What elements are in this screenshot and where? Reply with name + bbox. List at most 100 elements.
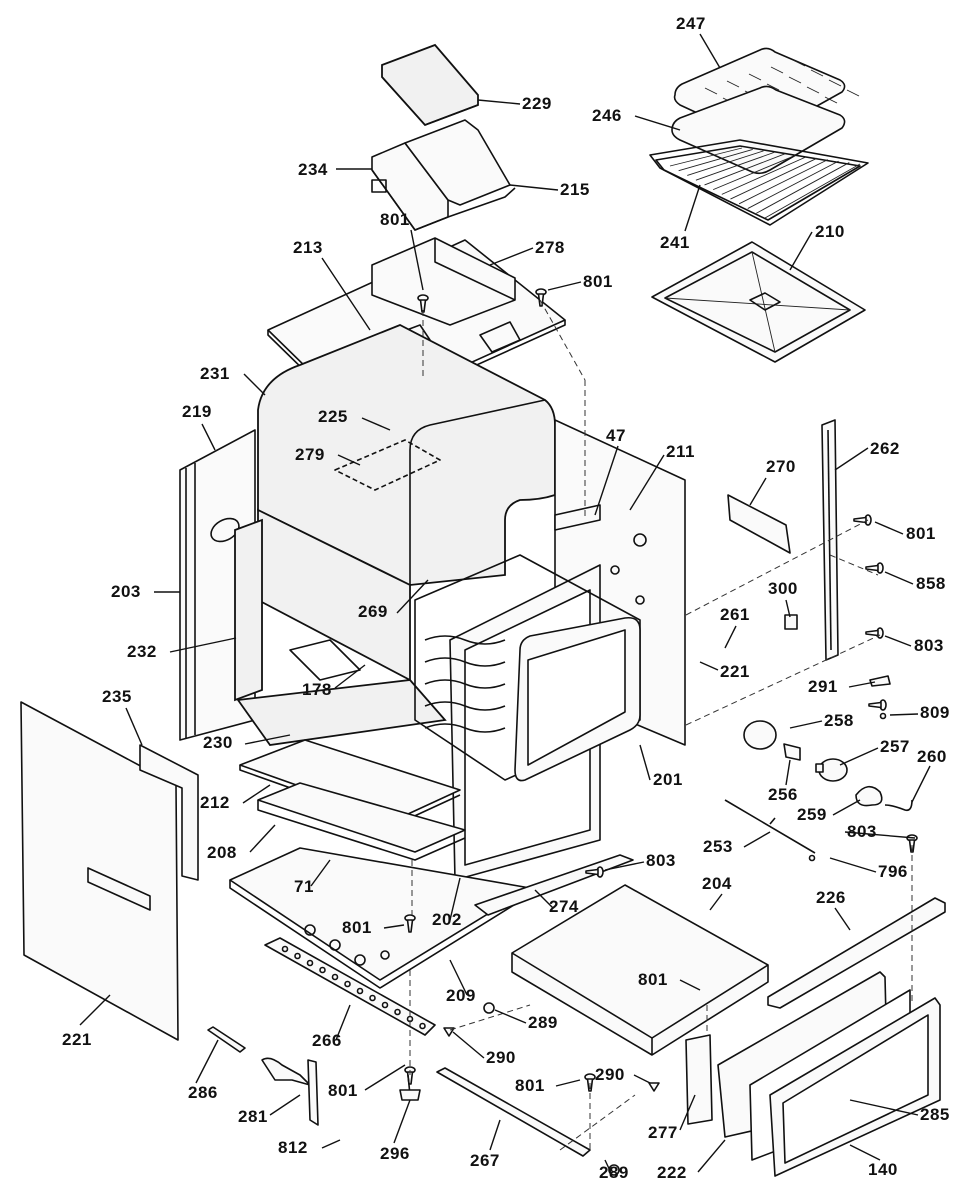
- rail-hole: [281, 945, 289, 953]
- rail-hole: [419, 1022, 426, 1030]
- label-801: 801: [638, 970, 668, 989]
- part-47-bracket: [554, 504, 601, 531]
- leader-line: [195, 1039, 219, 1084]
- leader-line: [243, 373, 266, 396]
- part-178-bottom-insulation: [289, 639, 361, 681]
- leader-line: [321, 257, 371, 331]
- label-269: 269: [358, 602, 388, 621]
- grid-slot: [846, 89, 860, 97]
- part-208-burner-cover: [257, 782, 466, 861]
- leader-line: [449, 959, 468, 996]
- leader-line: [699, 33, 721, 69]
- rail-hole: [319, 966, 326, 974]
- label-232: 232: [127, 642, 157, 661]
- grid-slot: [766, 83, 780, 91]
- part-270-rack-support: [727, 494, 791, 554]
- label-229: 229: [522, 94, 552, 113]
- label-300: 300: [768, 579, 798, 598]
- leader-line: [364, 1064, 406, 1091]
- leader-line: [489, 247, 534, 266]
- rail-hole: [294, 952, 301, 960]
- rack-bar: [747, 160, 839, 209]
- part-241-oven-rack: [649, 139, 869, 226]
- leader-line: [393, 1099, 411, 1144]
- label-296: 296: [380, 1144, 410, 1163]
- leader-line: [829, 857, 877, 873]
- label-234: 234: [298, 160, 328, 179]
- leader-line: [789, 720, 823, 729]
- part-232-insulation-side: [234, 518, 263, 702]
- label-262: 262: [870, 439, 900, 458]
- leader-line: [785, 599, 791, 618]
- label-204: 204: [702, 874, 732, 893]
- label-71: 71: [294, 877, 314, 896]
- label-222: 222: [657, 1163, 687, 1182]
- label-256: 256: [768, 785, 798, 804]
- part-140-drawer-frame: [769, 997, 941, 1177]
- leader-line: [629, 454, 665, 511]
- label-290: 290: [595, 1065, 625, 1084]
- part-221-side-panel-outer: [20, 701, 179, 1041]
- leader-line: [911, 765, 931, 803]
- rack-rib: [424, 657, 506, 667]
- leader-line: [604, 1159, 613, 1176]
- label-225: 225: [318, 407, 348, 426]
- screw-icon: [417, 294, 429, 313]
- part-267-drawer-rail: [436, 1067, 591, 1157]
- label-277: 277: [648, 1123, 678, 1142]
- leader-line: [709, 893, 723, 911]
- label-285: 285: [920, 1105, 950, 1124]
- part-204-drawer-body: [511, 884, 769, 1056]
- label-278: 278: [535, 238, 565, 257]
- part-278-vent-channel: [371, 237, 516, 326]
- label-258: 258: [824, 711, 854, 730]
- part-230-insulation-bottom: [236, 679, 447, 746]
- leader-line: [724, 625, 737, 649]
- leader-line: [125, 707, 143, 746]
- grid-slot: [806, 86, 820, 94]
- leader-line: [604, 861, 645, 871]
- label-213: 213: [293, 238, 323, 257]
- leader-line: [679, 979, 701, 991]
- label-201: 201: [653, 770, 683, 789]
- screw-icon: [404, 1066, 416, 1085]
- label-281: 281: [238, 1107, 268, 1126]
- label-267: 267: [470, 1151, 500, 1170]
- leader-line: [396, 579, 429, 614]
- leader-line: [555, 1079, 581, 1087]
- label-230: 230: [203, 733, 233, 752]
- leader-line: [834, 447, 869, 471]
- part-258-light-housing: [743, 720, 777, 750]
- label-211: 211: [666, 442, 695, 461]
- part-215-vent-tray: [447, 187, 516, 218]
- label-286: 286: [188, 1083, 218, 1102]
- part-260-wire-clip: [884, 799, 913, 812]
- label-801: 801: [583, 272, 613, 291]
- leader-line: [361, 417, 391, 431]
- part-253-probe-rod: [724, 799, 816, 854]
- label-235: 235: [102, 687, 132, 706]
- leader-line: [489, 1119, 501, 1151]
- screw-icon: [585, 866, 604, 878]
- leader-line: [477, 99, 521, 105]
- leader-line: [848, 681, 876, 688]
- label-803: 803: [847, 822, 877, 841]
- label-257: 257: [880, 737, 910, 756]
- leader-line: [639, 744, 651, 781]
- leader-line: [884, 635, 912, 647]
- label-274: 274: [549, 897, 579, 916]
- label-47: 47: [606, 426, 626, 445]
- label-801: 801: [515, 1076, 545, 1095]
- leader-line: [509, 184, 559, 191]
- grid-slot: [792, 59, 806, 67]
- part-210-oven-bottom-pan: [651, 241, 866, 363]
- leader-line: [633, 1074, 651, 1084]
- label-289: 289: [599, 1163, 629, 1182]
- rack-bar: [721, 156, 807, 195]
- leader-line: [249, 824, 276, 853]
- label-219: 219: [182, 402, 212, 421]
- label-209: 209: [446, 986, 476, 1005]
- label-801: 801: [328, 1081, 358, 1100]
- leader-line: [534, 889, 554, 909]
- rack-rib: [424, 723, 506, 733]
